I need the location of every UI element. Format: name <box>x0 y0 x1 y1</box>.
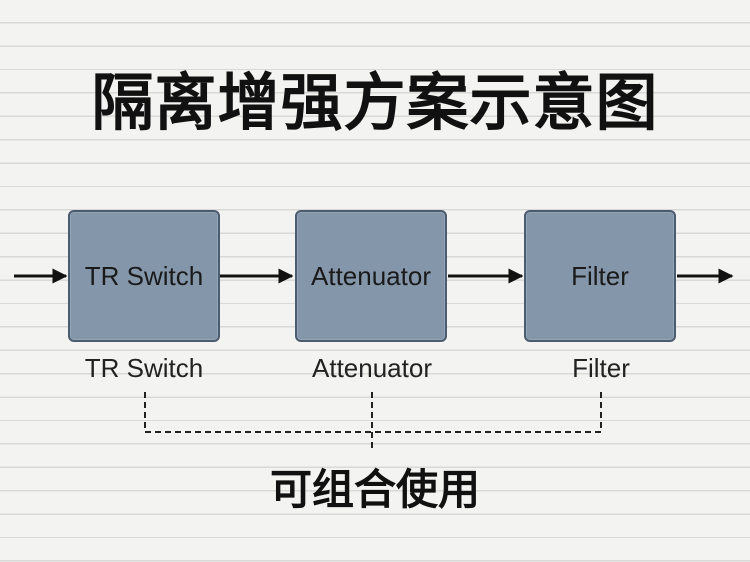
dashed-bracket <box>144 392 602 450</box>
block-attenuator-label: Attenuator <box>311 260 431 291</box>
block-filter-label: Filter <box>571 260 629 291</box>
caption-filter: Filter <box>572 353 630 383</box>
block-tr-switch: TR Switch <box>68 210 220 342</box>
caption-attenuator: Attenuator <box>312 353 432 383</box>
block-tr-switch-label: TR Switch <box>84 260 204 291</box>
block-attenuator: Attenuator <box>295 210 447 342</box>
block-filter: Filter <box>524 210 676 342</box>
diagram-title: 隔离增强方案示意图 <box>91 66 659 139</box>
footer-note: 可组合使用 <box>269 465 480 514</box>
caption-tr-switch: TR Switch <box>84 353 204 383</box>
